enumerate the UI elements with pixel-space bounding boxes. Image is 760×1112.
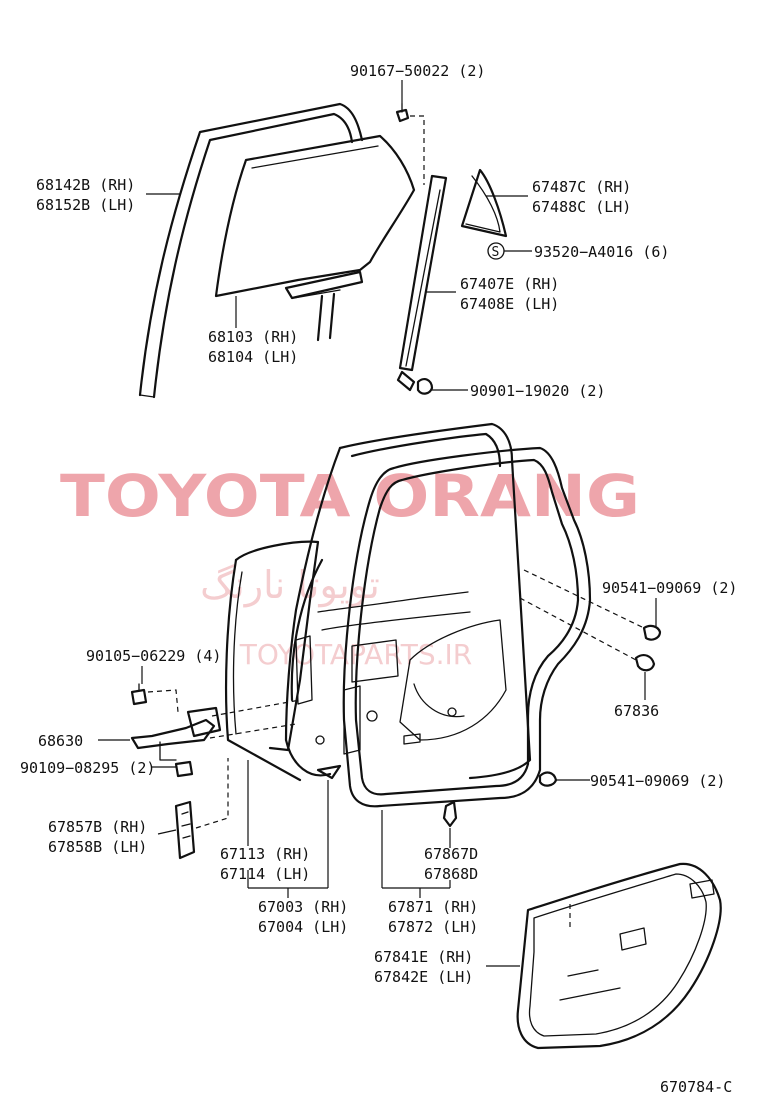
hinge-cover xyxy=(174,758,229,860)
label-67858b-lh: 67858B (LH) xyxy=(48,838,147,856)
glass-run-channel xyxy=(138,102,364,399)
label-68152b-lh: 68152B (LH) xyxy=(36,196,135,214)
label-67408e-lh: 67408E (LH) xyxy=(460,295,559,313)
label-67003-rh: 67003 (RH) xyxy=(258,898,348,916)
bolt-90109 xyxy=(174,760,194,778)
clip-90541-upper xyxy=(642,624,662,641)
label-90167-50022: 90167−50022 (2) xyxy=(350,62,485,80)
label-68630: 68630 xyxy=(38,732,83,750)
label-90901-19020: 90901−19020 (2) xyxy=(470,382,605,400)
clip-90541-lower xyxy=(538,771,558,787)
label-93520-a4016: 93520−A4016 (6) xyxy=(534,243,669,261)
label-90541-09069-upper: 90541−09069 (2) xyxy=(602,579,737,597)
label-67872-lh: 67872 (LH) xyxy=(388,918,478,936)
label-67841e-rh: 67841E (RH) xyxy=(374,948,473,966)
label-67114-lh: 67114 (LH) xyxy=(220,865,310,883)
door-trim-panel xyxy=(516,862,722,1050)
screw-90167 xyxy=(395,103,425,185)
drawing-code: 670784-C xyxy=(660,1078,732,1096)
label-90541-09069-lower: 90541−09069 (2) xyxy=(590,772,725,790)
door-glass xyxy=(214,134,416,342)
label-67487c-rh: 67487C (RH) xyxy=(532,178,631,196)
label-67857b-rh: 67857B (RH) xyxy=(48,818,147,836)
watermark-title: TOYOTA ORANG xyxy=(60,462,640,530)
door-weatherstrip xyxy=(342,446,592,808)
label-67871-rh: 67871 (RH) xyxy=(388,898,478,916)
door-panel xyxy=(224,422,532,782)
label-67004-lh: 67004 (LH) xyxy=(258,918,348,936)
label-67842e-lh: 67842E (LH) xyxy=(374,968,473,986)
s-symbol: S xyxy=(492,245,500,260)
label-90109-08295: 90109−08295 (2) xyxy=(20,759,155,777)
label-67407e-rh: 67407E (RH) xyxy=(460,275,559,293)
quarter-glass xyxy=(460,168,508,238)
clip-67867 xyxy=(442,800,458,828)
door-check xyxy=(130,706,222,761)
label-67836: 67836 xyxy=(614,702,659,720)
bolt-90901 xyxy=(416,378,434,395)
label-68104-lh: 68104 (LH) xyxy=(208,348,298,366)
label-67113-rh: 67113 (RH) xyxy=(220,845,310,863)
label-67868d: 67868D xyxy=(424,865,478,883)
clip-93520: S xyxy=(487,242,505,260)
watermark-url: TOYOTAPARTS.IR xyxy=(239,638,472,671)
label-68103-rh: 68103 (RH) xyxy=(208,328,298,346)
retainer-67836 xyxy=(634,654,656,672)
division-bar xyxy=(396,174,448,392)
label-67867d: 67867D xyxy=(424,845,478,863)
bolt-90105 xyxy=(130,683,179,713)
label-68142b-rh: 68142B (RH) xyxy=(36,176,135,194)
label-67488c-lh: 67488C (LH) xyxy=(532,198,631,216)
leader-lines xyxy=(98,80,657,967)
label-90105-06229: 90105−06229 (4) xyxy=(86,647,221,665)
